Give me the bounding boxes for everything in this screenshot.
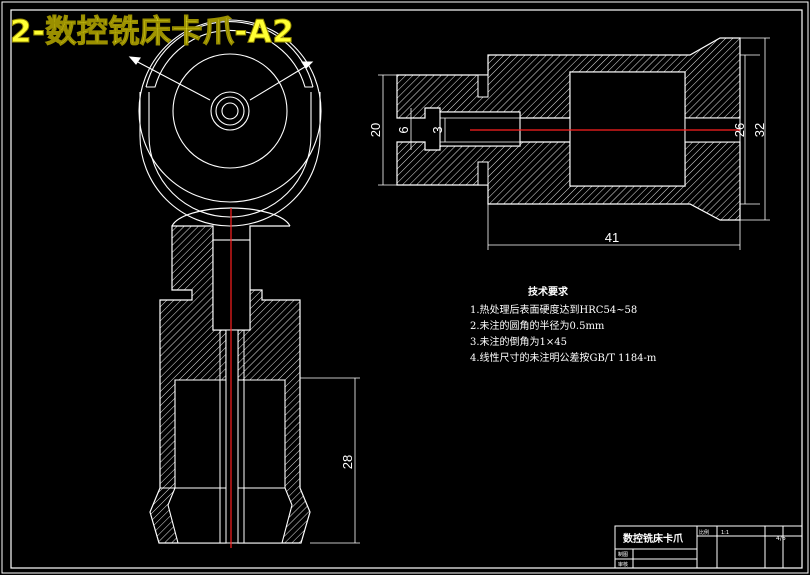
tech-item-3: 3.未注的倒角为1×45 xyxy=(470,335,567,348)
title-block-scale-value: 1:1 xyxy=(721,530,729,536)
title-block-scale-label: 比例 xyxy=(699,529,709,536)
tech-heading: 技术要求 xyxy=(528,285,569,298)
tech-item-2: 2.未注的圆角的半径为0.5mm xyxy=(470,319,605,332)
dim-overall-height: 20 xyxy=(368,123,383,137)
dim-bore-dia: 26 xyxy=(732,123,747,137)
dim-depth: 28 xyxy=(340,455,355,469)
side-section-view: 20 6 3 26 32 41 xyxy=(368,37,770,250)
dim-slot-width: 6 xyxy=(396,126,411,133)
dim-outer-dia: 32 xyxy=(752,123,767,137)
title-block-row-label-2: 审核 xyxy=(618,561,628,568)
tech-item-1: 1.热处理后表面硬度达到HRC54~58 xyxy=(470,303,637,316)
front-section-view: 28 xyxy=(149,207,360,548)
tech-item-4: 4.线性尺寸的未注明公差按GB/T 1184-m xyxy=(470,351,657,364)
title-block-sheet: 4/6 xyxy=(776,535,786,542)
title-block-part-name: 数控铣床卡爪 xyxy=(623,532,684,545)
drawing-frame xyxy=(10,9,803,569)
overlay-title: 2-数控铣床卡爪-A2 xyxy=(9,14,295,51)
technical-requirements: 技术要求 1.热处理后表面硬度达到HRC54~58 2.未注的圆角的半径为0.5… xyxy=(470,285,657,364)
top-view xyxy=(128,19,322,227)
title-block-row-label-1: 制图 xyxy=(618,551,628,558)
dim-length: 41 xyxy=(605,230,619,245)
title-block xyxy=(614,525,803,569)
dim-pin-dia: 3 xyxy=(430,126,445,133)
